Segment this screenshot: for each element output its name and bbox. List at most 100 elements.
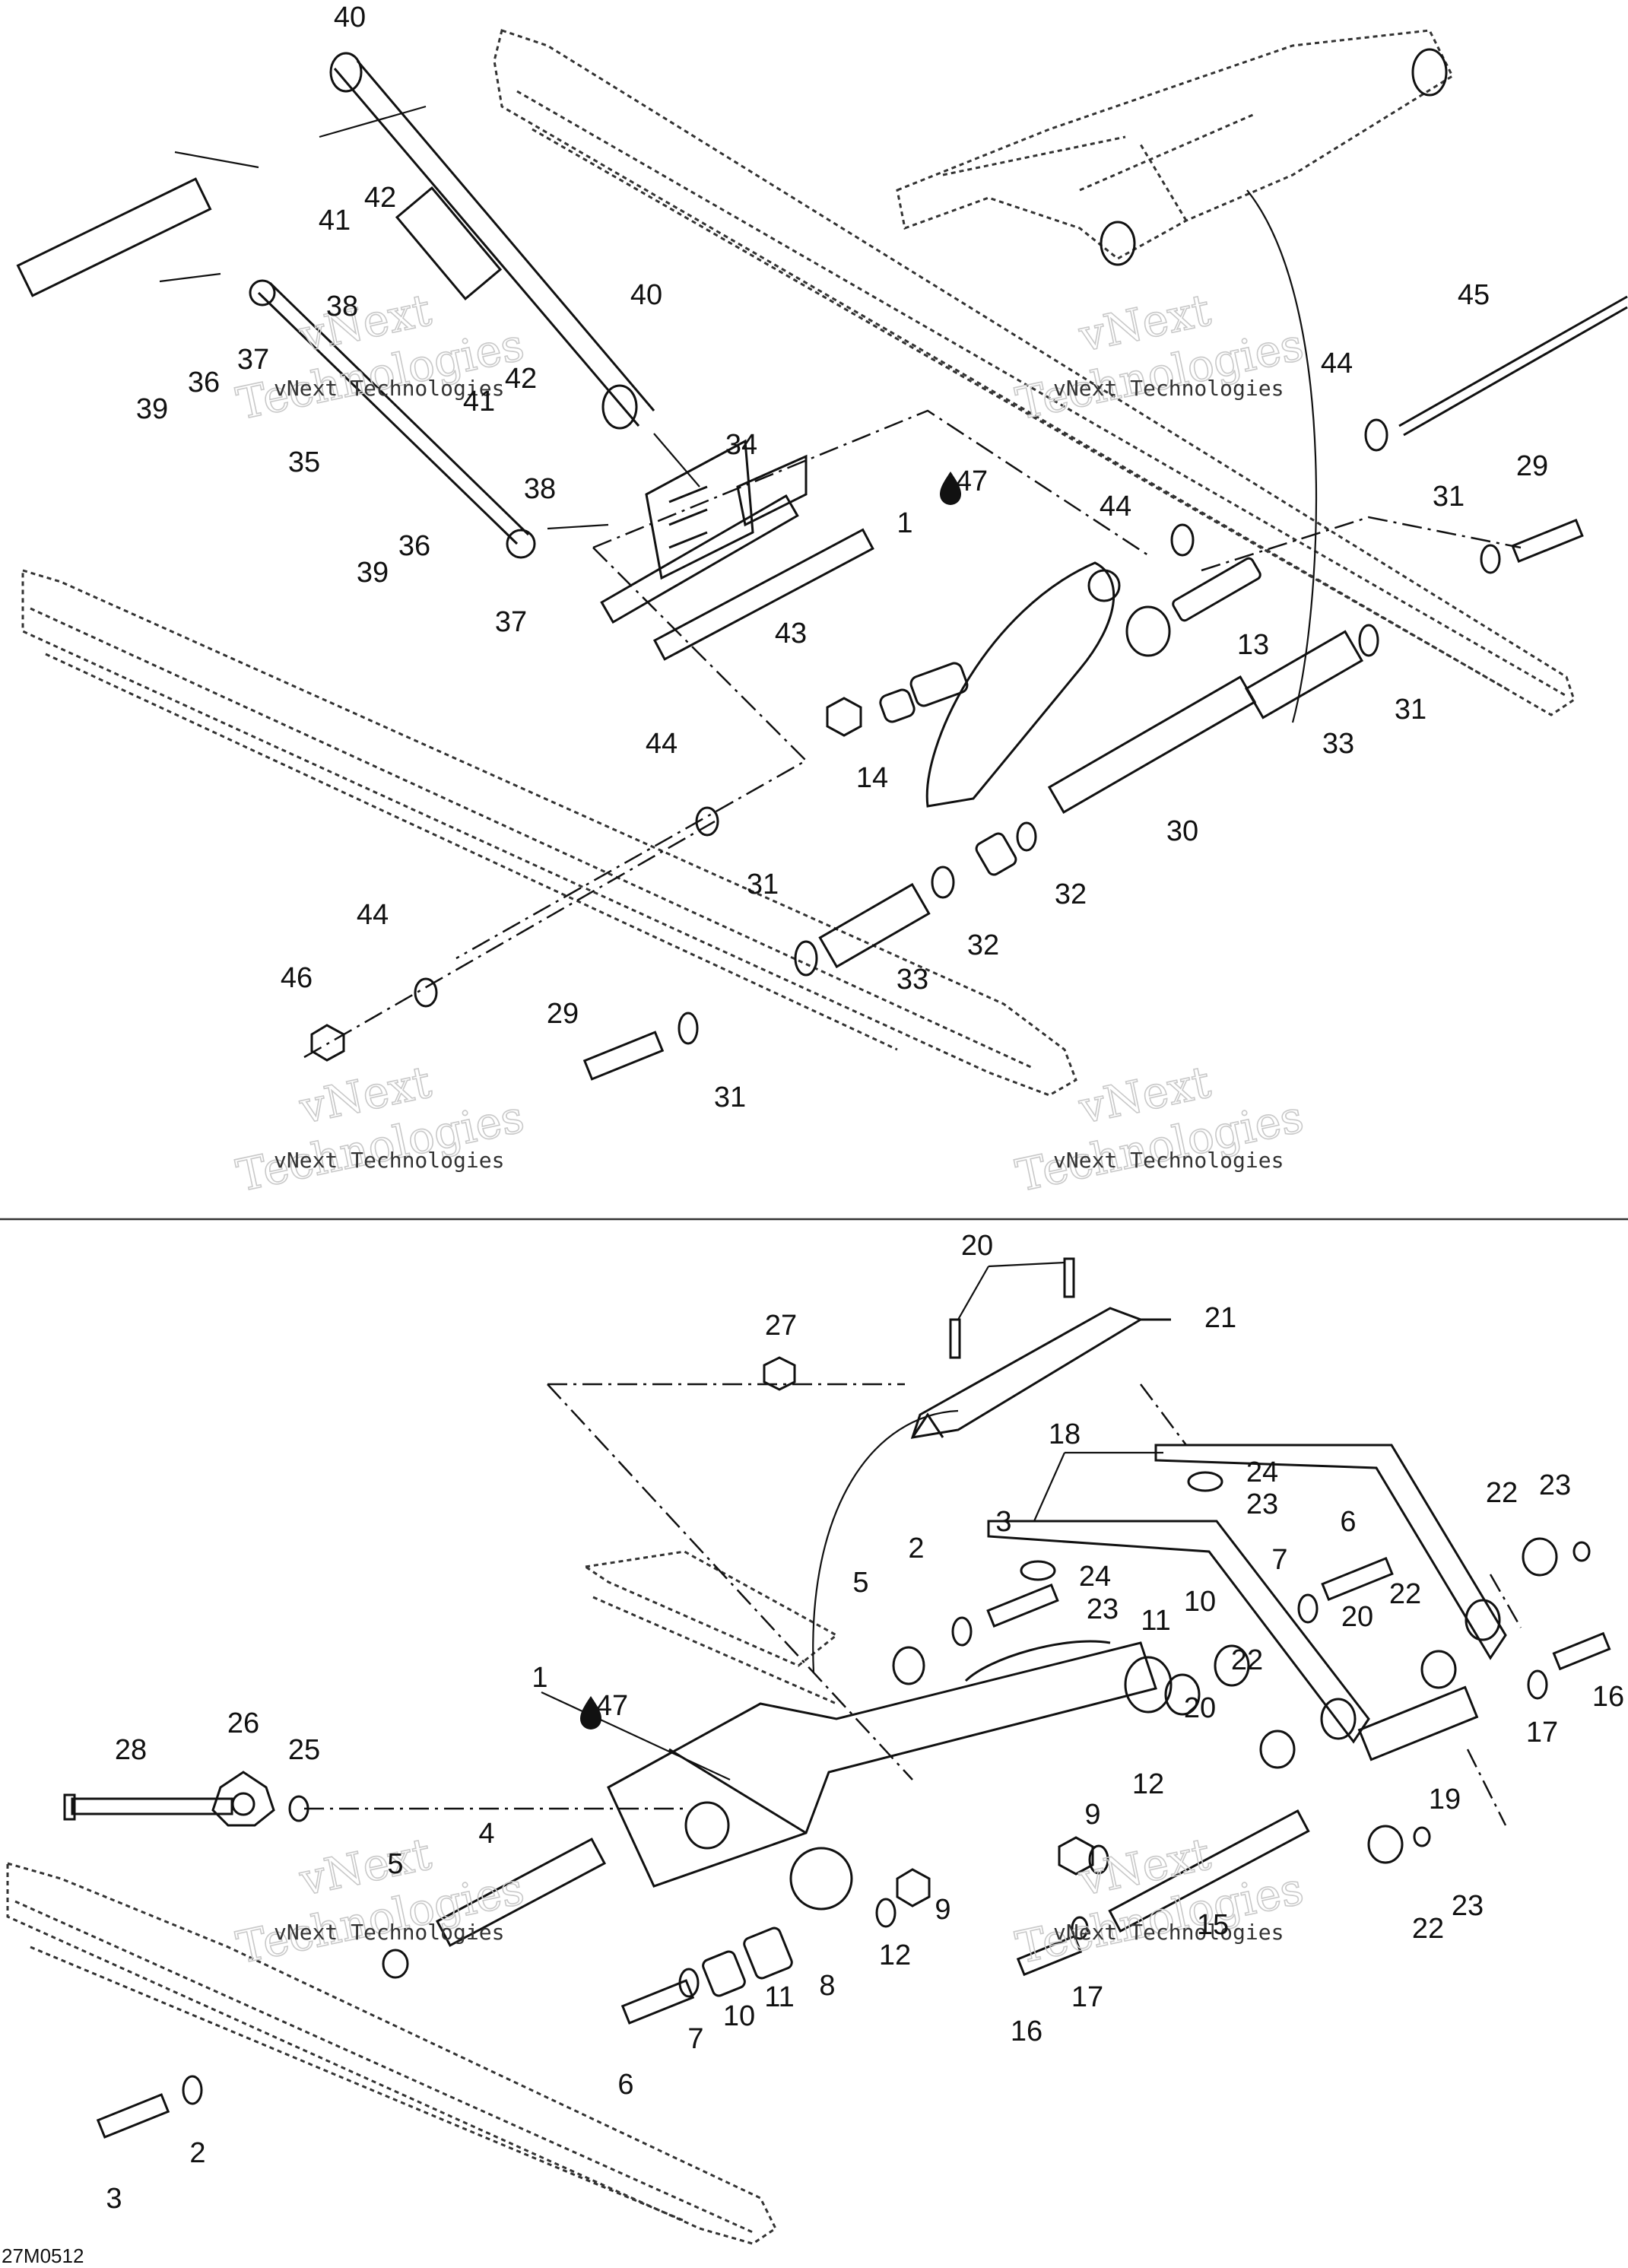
- part-callout-20: 20: [1184, 1692, 1216, 1724]
- fastener-set: [96, 1356, 1611, 2139]
- part-callout-9: 9: [1084, 1799, 1100, 1831]
- bottom-assembly-drawing: [6, 1257, 1611, 2245]
- part-callout-23: 23: [1539, 1469, 1571, 1501]
- part-callout-16: 16: [1592, 1681, 1624, 1713]
- watermark-small-text: vNext Technologies: [1053, 376, 1284, 401]
- part-callout-47: 47: [596, 1690, 628, 1722]
- bolt-29-right: [1480, 518, 1584, 574]
- part-callout-44: 44: [1100, 491, 1131, 523]
- part-callout-29: 29: [1516, 450, 1548, 482]
- rear-cross-shaft-set: [794, 624, 1379, 977]
- part-callout-1: 1: [532, 1662, 547, 1694]
- front-swing-arm: [607, 1640, 1173, 1911]
- part-callout-20: 20: [961, 1230, 993, 1262]
- part-callout-40: 40: [630, 279, 662, 311]
- part-callout-17: 17: [1071, 1981, 1103, 2013]
- part-callout-18: 18: [1049, 1418, 1081, 1450]
- part-callout-31: 31: [747, 869, 779, 901]
- part-callout-6: 6: [1340, 1506, 1356, 1538]
- watermark-small-text: vNext Technologies: [274, 1920, 504, 1945]
- part-callout-29: 29: [547, 998, 579, 1030]
- part-callout-2: 2: [189, 2137, 205, 2169]
- droplet-icon: [940, 472, 961, 505]
- part-callout-3: 3: [995, 1506, 1011, 1538]
- part-callout-14: 14: [856, 762, 888, 794]
- part-callout-28: 28: [115, 1734, 147, 1766]
- part-callout-32: 32: [967, 929, 999, 961]
- part-callout-32: 32: [1055, 878, 1087, 910]
- top-assembly-drawing: [16, 29, 1628, 1097]
- part-callout-11: 11: [764, 1981, 794, 2013]
- right-rail: [493, 29, 1576, 716]
- top-bracket-21: [910, 1257, 1171, 1439]
- part-callout-37: 37: [237, 344, 269, 376]
- part-callout-12: 12: [879, 1939, 911, 1971]
- part-callout-38: 38: [524, 473, 556, 505]
- part-callout-8: 8: [819, 1970, 835, 2002]
- part-callout-24: 24: [1246, 1456, 1278, 1488]
- part-callout-40: 40: [334, 2, 366, 33]
- part-callout-7: 7: [687, 2023, 703, 2055]
- part-callout-23: 23: [1087, 1593, 1119, 1625]
- part-callout-10: 10: [723, 2000, 755, 2032]
- side-brackets-18: [987, 1444, 1507, 1744]
- part-callout-30: 30: [1166, 815, 1198, 847]
- part-callout-15: 15: [1197, 1909, 1229, 1941]
- spacer-19-shaft-15: [1108, 1685, 1479, 1933]
- part-callout-5: 5: [387, 1848, 403, 1880]
- lower-left-rail: [6, 1862, 777, 2245]
- part-callout-3: 3: [106, 2183, 122, 2215]
- part-callout-26: 26: [227, 1707, 259, 1739]
- rear-shock-absorber: [826, 557, 1261, 808]
- part-callout-22: 22: [1412, 1913, 1444, 1945]
- part-callout-21: 21: [1204, 1302, 1236, 1334]
- part-callout-10: 10: [1184, 1586, 1216, 1618]
- part-callout-16: 16: [1011, 2015, 1042, 2047]
- part-callout-35: 35: [288, 446, 320, 478]
- part-callout-25: 25: [288, 1734, 320, 1766]
- link-rod: [249, 279, 536, 559]
- part-callout-36: 36: [188, 367, 220, 399]
- figure-reference: 27M0512: [2, 2244, 84, 2267]
- part-callout-24: 24: [1079, 1561, 1111, 1593]
- part-callout-17: 17: [1526, 1717, 1558, 1749]
- part-callout-39: 39: [357, 557, 389, 589]
- part-callout-5: 5: [852, 1567, 868, 1599]
- part-callout-38: 38: [326, 291, 358, 322]
- part-callout-41: 41: [319, 205, 351, 237]
- part-callout-42: 42: [364, 182, 396, 214]
- part-callout-4: 4: [478, 1818, 494, 1850]
- part-callout-31: 31: [1433, 481, 1465, 513]
- part-callout-20: 20: [1341, 1601, 1373, 1633]
- part-callout-6: 6: [617, 2069, 633, 2101]
- part-callout-36: 36: [398, 530, 430, 562]
- watermark-small-text: vNext Technologies: [274, 1148, 504, 1173]
- part-callout-31: 31: [714, 1082, 746, 1113]
- part-callout-43: 43: [775, 618, 807, 650]
- upper-rail-outline: [582, 1550, 839, 1705]
- part-callout-41: 41: [463, 386, 495, 418]
- part-callout-27: 27: [765, 1310, 797, 1342]
- droplet-icon: [580, 1696, 601, 1730]
- part-callout-33: 33: [1322, 728, 1354, 760]
- part-callout-1: 1: [897, 507, 912, 539]
- watermark-small-text: vNext Technologies: [1053, 1148, 1284, 1173]
- part-callout-12: 12: [1132, 1768, 1164, 1800]
- part-callout-22: 22: [1389, 1578, 1421, 1610]
- cross-shaft-4: [435, 1838, 607, 1947]
- part-callout-2: 2: [908, 1533, 924, 1564]
- part-callout-9: 9: [935, 1894, 950, 1926]
- part-callout-45: 45: [1458, 279, 1490, 311]
- part-callout-44: 44: [357, 899, 389, 931]
- bolt-28-knob-26: [63, 1771, 309, 1827]
- part-callout-42: 42: [505, 363, 537, 395]
- part-callout-47: 47: [956, 465, 988, 497]
- part-callout-33: 33: [897, 964, 928, 996]
- front-bracket-assembly: [600, 439, 874, 661]
